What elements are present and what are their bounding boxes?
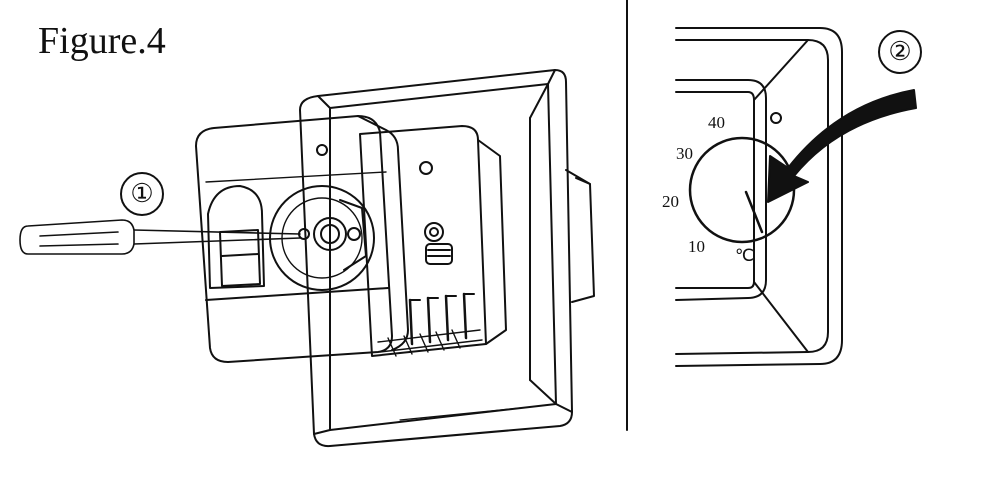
dial-tick-30: 30 — [676, 144, 693, 163]
power-base — [359, 125, 507, 357]
wall-plate — [299, 69, 573, 448]
screwdriver-icon — [19, 219, 301, 255]
dial-tick-20: 20 — [662, 192, 679, 211]
figure-caption: Figure.4 — [38, 20, 166, 62]
step-1-marker: ① — [120, 172, 164, 216]
rotation-arrow-icon — [767, 89, 917, 203]
step-2-marker: ② — [878, 30, 922, 74]
wall-connector-block — [565, 169, 595, 303]
dial-unit-celsius: ℃ — [735, 246, 755, 265]
front-cover — [195, 115, 409, 363]
dial-tick-10: 10 — [688, 237, 705, 256]
dial-tick-40: 40 — [708, 113, 725, 132]
dial-panel — [675, 27, 843, 367]
